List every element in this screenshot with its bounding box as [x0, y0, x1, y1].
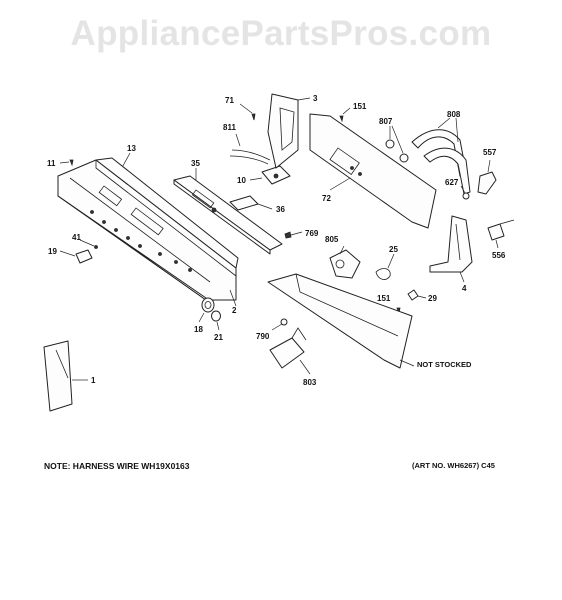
callout-2: 2: [232, 306, 237, 315]
harness-note: NOTE: HARNESS WIRE WH19X0163: [44, 461, 190, 471]
part-803-bracket: 803: [269, 327, 317, 387]
part-805-valve: 805: [325, 235, 361, 279]
callout-151-lower: 151: [377, 294, 391, 303]
callout-557: 557: [483, 148, 497, 157]
part-2-trim: 2: [95, 157, 239, 315]
callout-790: 790: [256, 332, 270, 341]
part-72-backsplash: 72: [309, 113, 437, 229]
part-18-knob: 18: [194, 297, 215, 334]
callout-805: 805: [325, 235, 339, 244]
callout-35: 35: [191, 159, 200, 168]
callout-13: 13: [127, 144, 136, 153]
part-811-wire: 811: [223, 123, 271, 165]
part-71-screw: 71: [225, 96, 256, 121]
part-807-washers: 807: [379, 117, 409, 163]
part-13-control-panel: 13: [57, 144, 237, 301]
callout-769: 769: [305, 229, 319, 238]
callout-627: 627: [445, 178, 459, 187]
part-41-clip: 41: [72, 233, 98, 249]
part-36-module: 36: [229, 195, 285, 214]
part-556-connector: 556: [487, 219, 515, 260]
part-557-clip: 557: [477, 148, 497, 195]
callout-29: 29: [428, 294, 437, 303]
watermark: AppliancePartsPros.com: [70, 14, 492, 53]
callout-808: 808: [447, 110, 461, 119]
part-4-side-bracket: 4: [429, 215, 473, 293]
callout-151-top: 151: [353, 102, 367, 111]
part-808-hoses: 808: [411, 110, 471, 195]
part-35-control-board: 35: [173, 159, 283, 255]
callout-41: 41: [72, 233, 81, 242]
callout-18: 18: [194, 325, 203, 334]
art-number-note: (ART NO. WH6267) C45: [412, 461, 495, 470]
part-25-clip: 25: [375, 245, 398, 280]
callout-71: 71: [225, 96, 234, 105]
part-627-washer: 627: [445, 178, 470, 200]
callout-556: 556: [492, 251, 506, 260]
part-790-screw: 790: [256, 318, 288, 341]
callout-3: 3: [313, 94, 318, 103]
panel-knob-holes: [90, 210, 192, 272]
part-3-endcap: 3: [267, 93, 318, 169]
callout-1: 1: [91, 376, 96, 385]
not-stocked-label: NOT STOCKED: [417, 360, 472, 369]
part-lower-frame: [267, 273, 415, 369]
part-29-screw: 29: [407, 289, 437, 303]
part-1-literature: 1: [43, 340, 96, 412]
part-19-knob: 19: [48, 247, 93, 264]
part-151-screw-top: 151: [339, 102, 367, 123]
callout-19: 19: [48, 247, 57, 256]
part-21-knob: 21: [211, 310, 223, 342]
callout-36: 36: [276, 205, 285, 214]
callout-21: 21: [214, 333, 223, 342]
part-11-screw: 11: [47, 159, 74, 168]
callout-72: 72: [322, 194, 331, 203]
callout-803: 803: [303, 378, 317, 387]
callout-11: 11: [47, 159, 56, 168]
callout-10: 10: [237, 176, 246, 185]
callout-811: 811: [223, 123, 236, 132]
part-769-screw: 769: [284, 229, 319, 239]
callout-807: 807: [379, 117, 393, 126]
callout-4: 4: [462, 284, 467, 293]
part-10-switch: 10: [237, 165, 291, 185]
callout-25: 25: [389, 245, 398, 254]
